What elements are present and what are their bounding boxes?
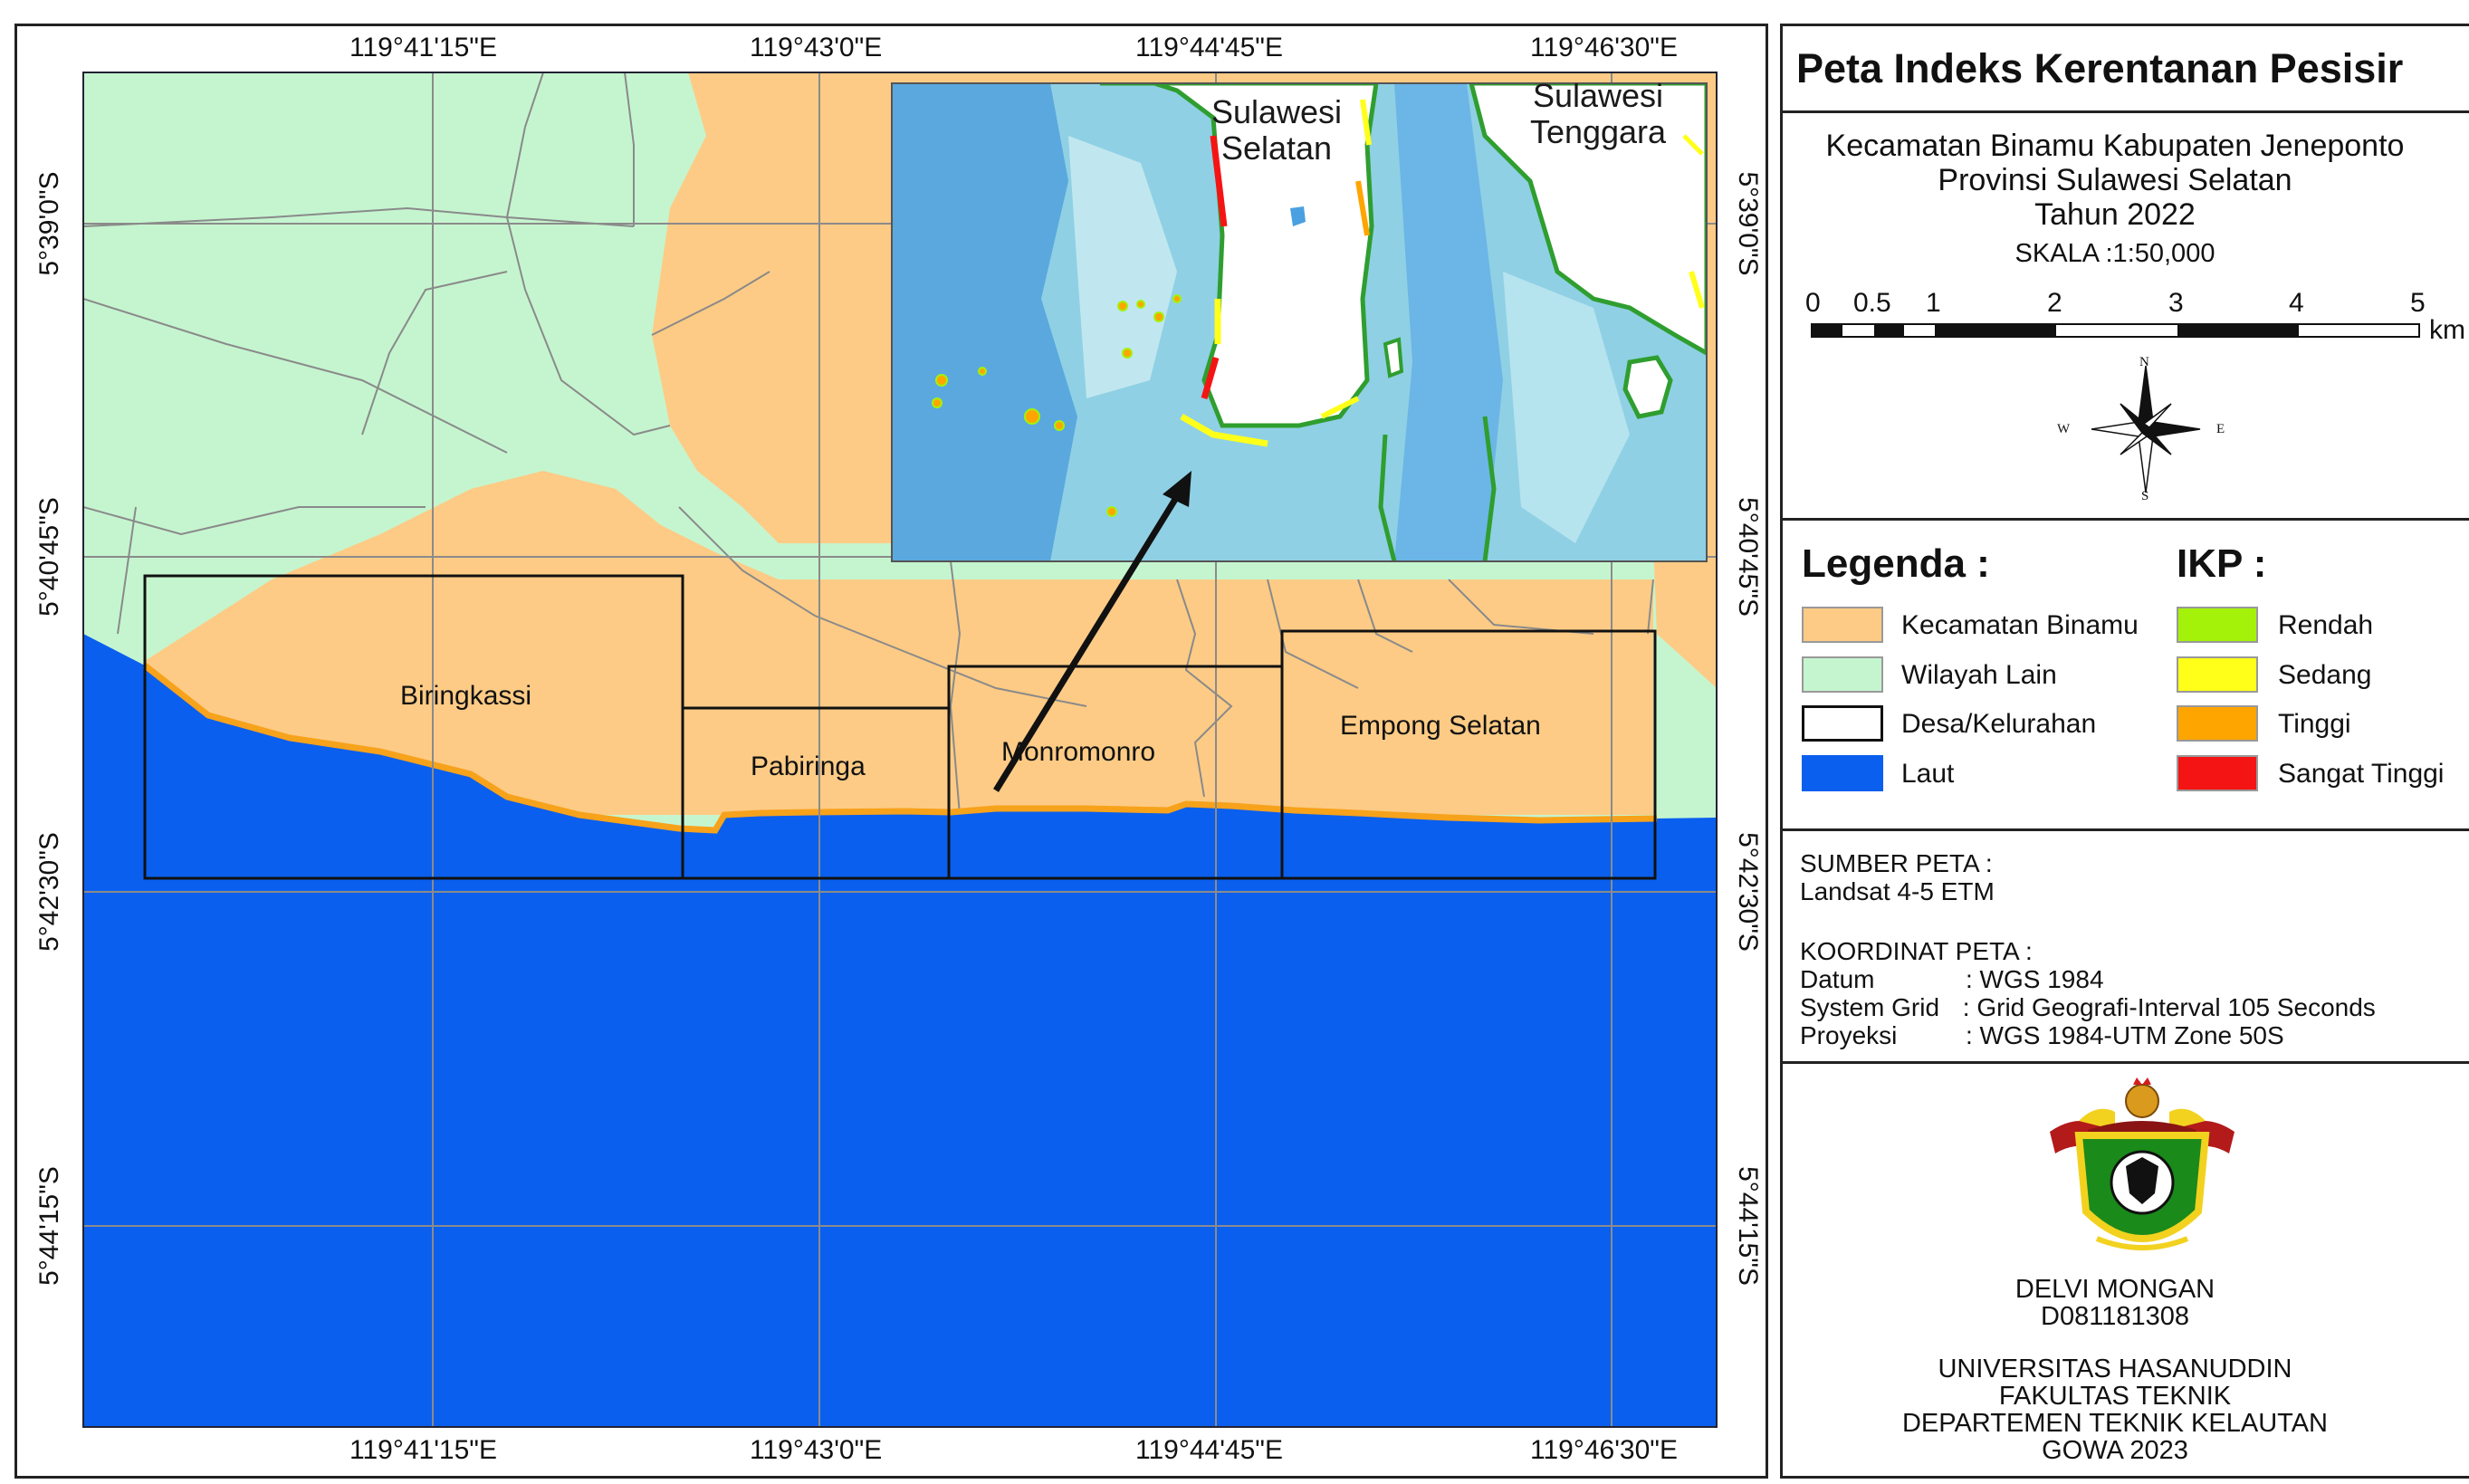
legend-label-wilayah-lain: Wilayah Lain [1901,660,2057,690]
scale-num-3: 3 [2168,288,2184,318]
inset-map [892,83,1707,561]
inset-label-sulawesi-selatan: Sulawesi Selatan [1211,93,1343,167]
admin-boundaries [83,72,1654,816]
right-tick-2: 5°40'45"S [1733,497,1763,617]
inset-label-sulawesi-tenggara: Sulawesi Tenggara [1529,77,1667,150]
scale-num-4: 4 [2289,288,2304,318]
inset-sulawesi-tenggara [1469,83,1707,356]
top-tick-2: 119°43'0"E [750,33,883,62]
village-label-empong-selatan: Empong Selatan [1340,711,1541,741]
coord-title: KOORDINAT PETA : [1800,937,2033,965]
institution-university: UNIVERSITAS HASANUDDIN [1938,1355,2292,1383]
institution-department: DEPARTEMEN TEKNIK KELAUTAN [1901,1409,2329,1438]
coord-system-grid: System Grid : Grid Geografi-Interval 105… [1800,993,2376,1021]
laut-area [83,634,1717,1427]
source-title: SUMBER PETA : [1800,849,1993,877]
university-emblem-icon [2050,1077,2235,1250]
panel-divider-3 [1780,828,2469,831]
village-label-monromonro: Monromonro [1001,737,1156,767]
ikp-swatch-rendah [2177,607,2258,643]
village-boundaries [143,574,1657,880]
legend-swatch-desa [1802,705,1883,742]
inset-sulawesi-selatan [1100,83,1379,428]
bottom-tick-4: 119°46'30"E [1530,1435,1678,1465]
institution-place-year: GOWA 2023 [2042,1436,2188,1465]
legend-swatch-kecamatan [1802,607,1883,643]
scale-num-0-5: 0.5 [1853,288,1891,318]
panel-divider-4 [1780,1061,2469,1064]
village-label-biringkassi: Biringkassi [400,681,532,711]
ikp-swatch-sangat-tinggi [2177,755,2258,791]
legend-swatch-laut [1802,755,1883,791]
panel-divider-1 [1780,110,2469,113]
institution-faculty: FAKULTAS TEKNIK [1998,1382,2232,1411]
coord-datum: Datum: WGS 1984 [1800,965,2104,993]
coord-proyeksi: Proyeksi: WGS 1984-UTM Zone 50S [1800,1021,2284,1049]
top-tick-1: 119°41'15"E [349,33,497,62]
scale-num-1: 1 [1926,288,1941,318]
map-title: Peta Indeks Kerentanan Pesisir [1796,45,2404,91]
legend-swatch-wilayah-lain [1802,656,1883,693]
top-tick-4: 119°46'30"E [1530,33,1678,62]
author-name: DELVI MONGAN [2014,1275,2215,1304]
ikp-label-sangat-tinggi: Sangat Tinggi [2278,759,2445,789]
bottom-tick-2: 119°43'0"E [750,1435,883,1465]
left-tick-4: 5°44'15"S [34,1166,64,1286]
location-pointer-arrow [993,471,1191,792]
legend-label-kecamatan: Kecamatan Binamu [1901,610,2139,640]
ikp-label-rendah: Rendah [2278,610,2374,640]
subtitle-kecamatan: Kecamatan Binamu Kabupaten Jeneponto [1825,129,2405,163]
ikp-label-sedang: Sedang [2278,660,2372,690]
source-value: Landsat 4-5 ETM [1800,877,1995,905]
ikp-swatch-sedang [2177,656,2258,693]
scale-num-0: 0 [1805,288,1821,318]
legend-label-desa: Desa/Kelurahan [1901,709,2097,739]
right-tick-3: 5°42'30"S [1733,832,1763,952]
south-label: S [2141,489,2149,503]
bottom-tick-3: 119°44'45"E [1135,1435,1283,1465]
scale-unit: km [2429,315,2465,345]
left-tick-1: 5°39'0"S [34,171,64,276]
legend-title: Legenda : [1802,541,1990,586]
right-tick-1: 5°39'0"S [1733,171,1763,276]
east-label: E [2216,422,2225,436]
ikp-title: IKP : [2177,541,2267,586]
left-tick-2: 5°40'45"S [34,497,64,617]
north-label: N [2139,355,2149,369]
scale-bar [1811,323,2420,338]
author-id: D081181308 [2041,1302,2189,1331]
ikp-swatch-tinggi [2177,705,2258,742]
west-label: W [2057,422,2071,436]
legend-label-laut: Laut [1901,759,1955,789]
ikp-label-tinggi: Tinggi [2278,709,2351,739]
scale-text: SKALA :1:50,000 [2014,239,2215,268]
north-arrow-icon [2091,365,2201,493]
right-tick-4: 5°44'15"S [1733,1166,1763,1286]
bottom-tick-1: 119°41'15"E [349,1435,497,1465]
coastline [142,663,1658,834]
village-label-pabiringa: Pabiringa [751,752,866,781]
subtitle-provinsi: Provinsi Sulawesi Selatan [1938,163,2292,197]
scale-num-2: 2 [2047,288,2062,318]
scale-num-5: 5 [2410,288,2426,318]
left-tick-3: 5°42'30"S [34,832,64,952]
panel-divider-2 [1780,518,2469,521]
top-tick-3: 119°44'45"E [1135,33,1283,62]
subtitle-tahun: Tahun 2022 [2034,197,2196,232]
